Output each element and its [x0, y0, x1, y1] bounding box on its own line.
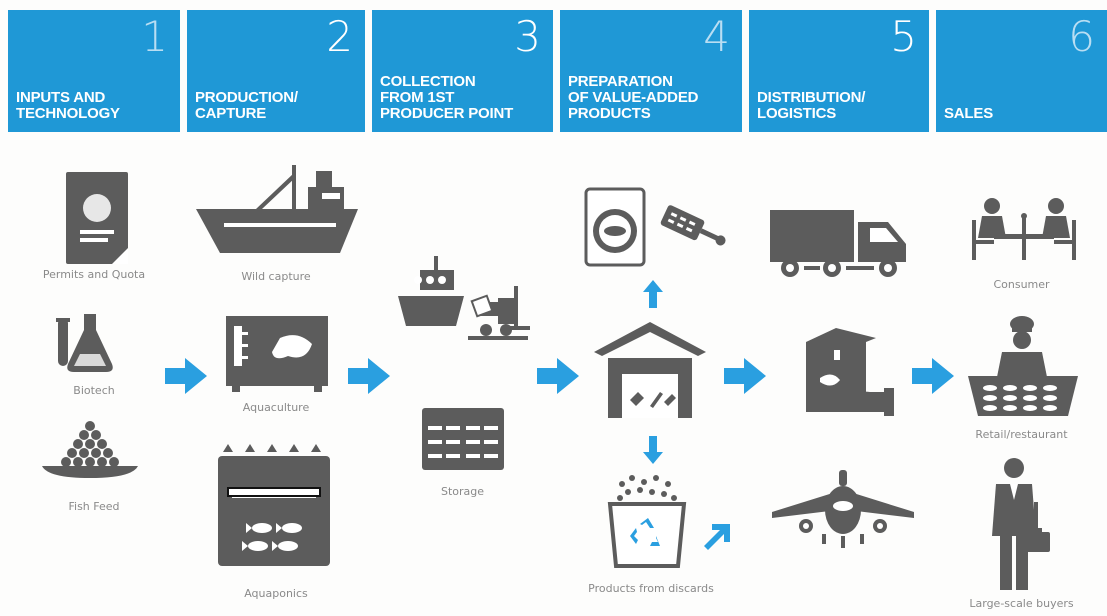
- biotech-label: Biotech: [73, 384, 115, 397]
- stage-5-number: 5: [890, 12, 917, 61]
- stage-6-title: SALES: [944, 105, 994, 122]
- truck-icon: [770, 210, 906, 277]
- aquaculture-label: Aquaculture: [242, 401, 310, 414]
- stage-6-number: 6: [1068, 12, 1095, 61]
- arrow-right-icon: [165, 358, 207, 394]
- stage-6-header: 6 SALES: [936, 10, 1107, 132]
- stage-3-number: 3: [514, 12, 541, 61]
- scale-icon: [660, 205, 726, 246]
- arrow-right-icon: [704, 524, 730, 550]
- airplane-icon: [772, 470, 914, 548]
- permits-label: Permits and Quota: [42, 268, 146, 281]
- stage-3-title: COLLECTION FROM 1ST PRODUCER POINT: [380, 73, 514, 122]
- stage-2-title: PRODUCTION/ CAPTURE: [195, 89, 298, 122]
- lab-flask-icon: [56, 314, 113, 372]
- fish-feed-icon: [42, 421, 138, 478]
- parcel-icon: [806, 328, 894, 416]
- stage-5-header: 5 DISTRIBUTION/ LOGISTICS: [749, 10, 929, 132]
- arrow-right-icon: [724, 358, 766, 394]
- discards-label: Products from discards: [588, 582, 714, 595]
- fish-feed-label: Fish Feed: [68, 500, 120, 513]
- chef-icon: [968, 316, 1078, 416]
- aquaponics-tank-icon: [218, 444, 330, 566]
- document-icon: [66, 172, 128, 264]
- wild-capture-label: Wild capture: [241, 270, 311, 283]
- stage-2-number: 2: [326, 12, 353, 61]
- stage-4-header: 4 PREPARATION OF VALUE-ADDED PRODUCTS: [560, 10, 742, 132]
- diners-icon: [972, 198, 1076, 260]
- ship-forklift-icon: [398, 256, 530, 340]
- arrow-right-icon: [912, 358, 954, 394]
- stage-4-title: PREPARATION OF VALUE-ADDED PRODUCTS: [568, 73, 699, 122]
- warehouse-icon: [594, 322, 706, 418]
- fishing-ship-icon: [196, 165, 358, 253]
- arrow-right-icon: [537, 358, 579, 394]
- stage-1-title: INPUTS AND TECHNOLOGY: [16, 89, 120, 122]
- stage-3-header: 3 COLLECTION FROM 1ST PRODUCER POINT: [372, 10, 553, 132]
- arrow-down-icon: [643, 436, 663, 464]
- stage-4-number: 4: [703, 12, 730, 61]
- consumer-label: Consumer: [993, 278, 1050, 291]
- businessman-icon: [992, 458, 1050, 590]
- buyers-label: Large-scale buyers: [969, 597, 1074, 610]
- stage-2-header: 2 PRODUCTION/ CAPTURE: [187, 10, 365, 132]
- stage-1-number: 1: [141, 12, 168, 61]
- packaged-fish-icon: [584, 187, 646, 267]
- stage-1-header: 1 INPUTS AND TECHNOLOGY: [8, 10, 180, 132]
- arrow-right-icon: [348, 358, 390, 394]
- storage-label: Storage: [440, 485, 485, 498]
- aquaculture-tank-icon: [226, 316, 328, 392]
- retail-label: Retail/restaurant: [975, 428, 1068, 441]
- storage-rack-icon: [422, 408, 504, 470]
- arrow-up-icon: [643, 280, 663, 308]
- recycle-bin-icon: [607, 475, 687, 568]
- stage-5-title: DISTRIBUTION/ LOGISTICS: [757, 89, 866, 122]
- aquaponics-label: Aquaponics: [244, 587, 308, 600]
